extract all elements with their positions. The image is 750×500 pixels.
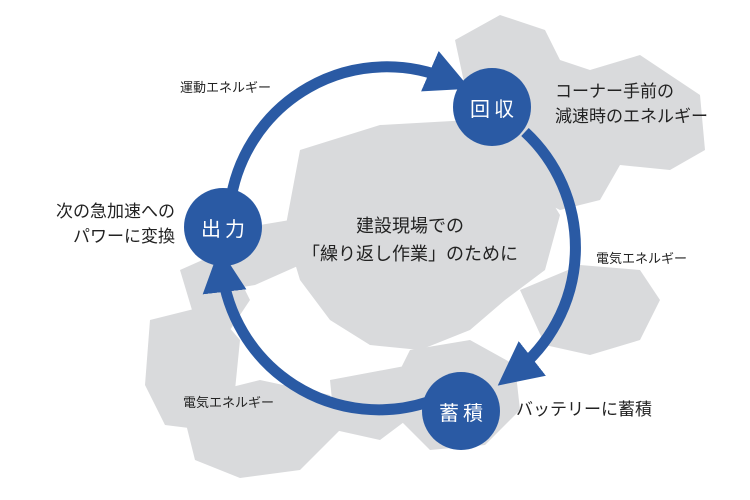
edge-label-electric-right: 電気エネルギー <box>596 252 688 267</box>
node-output: 出力 <box>184 188 262 266</box>
edge-label-kinetic: 運動エネルギー <box>180 81 272 96</box>
arrow-output-to-recover <box>224 51 471 206</box>
recover-description-line2: 減速時のエネルギー <box>555 107 708 127</box>
edge-label-electric-left: 電気エネルギー <box>183 396 275 411</box>
node-recover: 回収 <box>453 68 531 146</box>
output-description-line2: パワーに変換 <box>73 227 175 247</box>
arrow-recover-to-store <box>497 127 581 386</box>
output-description: 次の急加速への パワーに変換 <box>25 200 175 250</box>
arrow-store-to-output <box>202 248 430 416</box>
store-description: バッテリーに蓄積 <box>516 400 652 420</box>
recover-description-line1: コーナー手前の <box>555 82 674 102</box>
node-store: 蓄積 <box>422 372 500 450</box>
recover-description: コーナー手前の 減速時のエネルギー <box>555 80 708 130</box>
center-caption: 建設現場での 「繰り返し作業」のために <box>285 213 535 269</box>
output-description-line1: 次の急加速への <box>56 202 175 222</box>
center-caption-line1: 建設現場での <box>356 216 464 237</box>
center-caption-line2: 「繰り返し作業」のために <box>302 244 518 265</box>
